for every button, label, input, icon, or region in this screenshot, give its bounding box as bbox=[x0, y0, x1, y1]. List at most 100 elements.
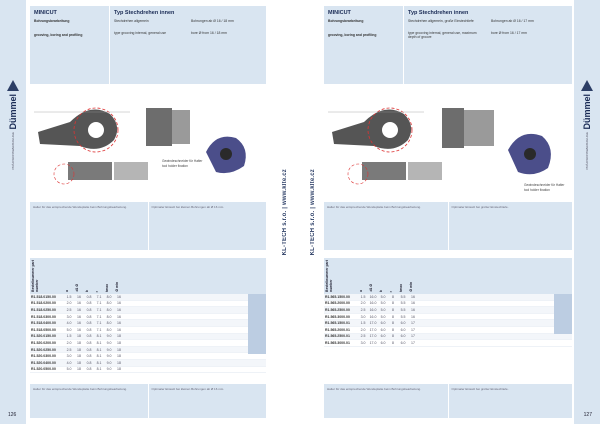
part-number-cell: R1.520.0300.00 bbox=[31, 354, 56, 359]
value-cell: 0.8 bbox=[86, 307, 92, 312]
value-cell: 18 bbox=[117, 340, 121, 345]
part-number-cell: R1.518.0500.00 bbox=[31, 327, 56, 332]
col-a: a bbox=[359, 290, 363, 292]
value-cell: 16 bbox=[77, 327, 81, 332]
value-cell: 2.0 bbox=[66, 301, 72, 306]
value-cell: 18 bbox=[77, 367, 81, 372]
value-cell: 16 bbox=[117, 327, 121, 332]
value-cell: 8.1 bbox=[96, 334, 102, 339]
value-cell: 6.0 bbox=[400, 327, 406, 332]
value-cell: 8 bbox=[392, 307, 394, 312]
note-right: Optimaler Einsatz bei großer Einstechtie… bbox=[447, 202, 573, 250]
value-cell: 8.0 bbox=[106, 307, 112, 312]
table-body: R1.518.0150.00 1.5 16 0.8 7.1 8.0 16 R1.518.020… bbox=[30, 294, 266, 374]
value-cell: 0.8 bbox=[86, 340, 92, 345]
col-r: r bbox=[389, 290, 393, 292]
part-number-cell: R1.518.0200.00 bbox=[31, 301, 56, 306]
value-cell: 16 bbox=[77, 321, 81, 326]
value-cell: 16 bbox=[117, 307, 121, 312]
value-cell: 2.5 bbox=[360, 334, 366, 339]
page-content: MINICUT Bohrungsbearbeitung grooving, bo… bbox=[30, 6, 266, 418]
part-number-cell: R1.565.3000.01 bbox=[325, 340, 350, 345]
subtitle-de: Bohrungsbearbeitung bbox=[328, 19, 364, 23]
value-cell: 9.0 bbox=[106, 367, 112, 372]
value-cell: 5.0 bbox=[66, 327, 72, 332]
value-cell: 7.1 bbox=[96, 294, 102, 299]
value-cell: 1.5 bbox=[66, 294, 72, 299]
footer-notes: Halter für das entsprechende Wendeplatte… bbox=[30, 384, 266, 418]
value-cell: 18 bbox=[117, 334, 121, 339]
value-cell: 8.0 bbox=[106, 294, 112, 299]
part-number-cell: R1.518.0400.00 bbox=[31, 321, 56, 326]
insert-drawing-svg: Gewindeschneider für Halter tool holder … bbox=[324, 92, 572, 198]
value-cell: 16 bbox=[117, 314, 121, 319]
value-cell: 4.0 bbox=[66, 321, 72, 326]
part-number-cell: R1.565.2000.00 bbox=[325, 301, 350, 306]
value-cell: 17 bbox=[411, 321, 415, 326]
part-number-cell: R1.520.0250.00 bbox=[31, 347, 56, 352]
footer-notes: Halter für das entsprechende Wendeplatte… bbox=[324, 384, 572, 418]
col-b: b bbox=[85, 289, 89, 292]
contact-band: KL-TECH s.r.o. | www.klte.cz bbox=[272, 0, 298, 424]
page-header: MINICUT Bohrungsbearbeitung grooving, bo… bbox=[30, 6, 266, 84]
value-cell: 8 bbox=[392, 334, 394, 339]
col-d1: d1 Ø bbox=[75, 284, 79, 292]
part-number-cell: R1.520.0400.00 bbox=[31, 360, 56, 365]
col-tmax: tmax bbox=[105, 284, 109, 292]
value-cell: 17 bbox=[411, 334, 415, 339]
drawing-note-en: tool holder fixation bbox=[524, 188, 550, 192]
range-en: bore Ø from 16 / 17 mm bbox=[491, 31, 527, 36]
value-cell: 2.5 bbox=[360, 307, 366, 312]
value-cell: 3.0 bbox=[360, 314, 366, 319]
part-number-cell: R1.565.2500.01 bbox=[325, 334, 350, 339]
value-cell: 5.5 bbox=[400, 294, 406, 299]
subtitle-en: grooving, boring and profiling bbox=[328, 33, 377, 38]
footer-note-right: Optimaler Einsatz bei großer Einstechtie… bbox=[447, 384, 573, 418]
notes-panel: Halter für das entsprechende Wendeplatte… bbox=[30, 202, 266, 250]
part-number-cell: R1.518.0250.00 bbox=[31, 307, 56, 312]
col-part-number: Bestellnummer part number bbox=[325, 260, 333, 292]
value-cell: 16.0 bbox=[369, 301, 377, 306]
value-cell: 16 bbox=[411, 301, 415, 306]
value-cell: 8.1 bbox=[96, 360, 102, 365]
value-cell: 3.0 bbox=[66, 314, 72, 319]
col-a: a bbox=[65, 290, 69, 292]
value-cell: 18 bbox=[117, 367, 121, 372]
value-cell: 17.0 bbox=[369, 340, 377, 345]
value-cell: 1.5 bbox=[360, 294, 366, 299]
left-margin-strip bbox=[0, 0, 26, 424]
value-cell: 16.0 bbox=[369, 314, 377, 319]
page-number: 127 bbox=[583, 412, 592, 418]
part-number-cell: R1.520.0500.00 bbox=[31, 367, 56, 372]
value-cell: 8.0 bbox=[106, 314, 112, 319]
value-cell: 17 bbox=[411, 340, 415, 345]
note-left: Halter für das entsprechende Wendeplatte… bbox=[327, 205, 422, 209]
value-cell: 2.0 bbox=[360, 301, 366, 306]
desc-en: type grooving internal, general use, max… bbox=[408, 31, 477, 40]
brand-name: Dümmel bbox=[8, 93, 18, 130]
subtitle-de: Bohrungsbearbeitung bbox=[34, 19, 70, 23]
parts-table: Bestellnummer part number a d1 Ø b r tma… bbox=[324, 258, 572, 386]
value-cell: 18 bbox=[77, 347, 81, 352]
value-cell: 18 bbox=[77, 334, 81, 339]
brand-mark-icon bbox=[7, 80, 19, 91]
value-cell: 17.0 bbox=[369, 327, 377, 332]
part-number-cell: R1.565.1500.00 bbox=[325, 294, 350, 299]
series-name: MINICUT bbox=[34, 10, 57, 16]
part-number-cell: R1.518.0150.00 bbox=[31, 294, 56, 299]
value-cell: 0.8 bbox=[86, 321, 92, 326]
value-cell: 7.1 bbox=[96, 327, 102, 332]
value-cell: 0.8 bbox=[86, 347, 92, 352]
catalog-page-right: Dümmel PRÄZISIONSWERKZEUGE KL-TECH s.r.o… bbox=[300, 0, 600, 424]
value-cell: 6.0 bbox=[380, 321, 386, 326]
part-number-cell: R1.518.0300.00 bbox=[31, 314, 56, 319]
value-cell: 7.1 bbox=[96, 307, 102, 312]
value-cell: 1.5 bbox=[66, 334, 72, 339]
